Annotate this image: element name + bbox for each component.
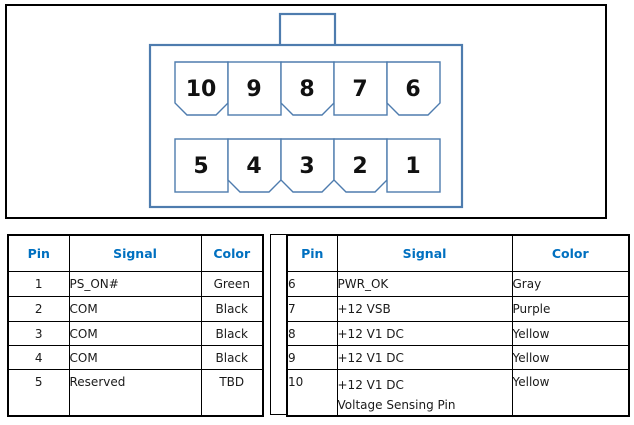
signal-line-1: +12 V1 DC: [337, 377, 404, 392]
pin-number-6: 6: [405, 77, 420, 102]
left-header-signal: Signal: [68, 234, 202, 272]
pin-cell: 10: [286, 368, 338, 417]
pinout-table-right: Pin Signal Color 6 PWR_OK Gray 7 +12 VSB…: [286, 234, 630, 417]
table-row: 3 COM Black: [7, 320, 264, 346]
pin-cell: 1: [7, 270, 70, 297]
left-header-color: Color: [200, 234, 264, 272]
pin-cavity-9: [227, 61, 282, 116]
connector-diagram: 10 9 8 7 6 5 4 3 2 1: [148, 12, 464, 209]
connector-latch-tab: [278, 12, 337, 48]
pin-cell: 3: [7, 320, 70, 346]
table-row: 4 COM Black: [7, 344, 264, 370]
color-cell: Purple: [511, 295, 630, 322]
pin-cell: 2: [7, 295, 70, 322]
table-row: 9 +12 V1 DC Yellow: [286, 344, 630, 370]
pin-cell: 5: [7, 368, 70, 417]
pin-number-9: 9: [246, 77, 261, 102]
table-row: 2 COM Black: [7, 295, 264, 322]
pin-cell: 9: [286, 344, 338, 370]
color-cell: Yellow: [511, 344, 630, 370]
color-cell: Black: [200, 320, 264, 346]
pin-number-3: 3: [299, 154, 314, 179]
color-cell: Black: [200, 344, 264, 370]
table-row: 1 PS_ON# Green: [7, 270, 264, 297]
signal-cell: +12 V1 DC: [336, 320, 513, 346]
signal-cell: COM: [68, 295, 202, 322]
signal-cell: COM: [68, 344, 202, 370]
table-spacer-column: [270, 234, 286, 415]
pin-number-7: 7: [352, 77, 367, 102]
pin-number-10: 10: [186, 77, 217, 102]
pin-cavity-1: [386, 138, 441, 193]
table-row: 6 PWR_OK Gray: [286, 270, 630, 297]
right-header-pin: Pin: [286, 234, 338, 272]
color-cell: TBD: [200, 368, 264, 417]
pin-cell: 4: [7, 344, 70, 370]
pin-number-8: 8: [299, 77, 314, 102]
pin-cell: 6: [286, 270, 338, 297]
right-header-signal: Signal: [336, 234, 513, 272]
pin-number-5: 5: [193, 154, 208, 179]
signal-cell: +12 V1 DC Voltage Sensing Pin: [336, 368, 513, 417]
signal-cell: PWR_OK: [336, 270, 513, 297]
pin-cell: 7: [286, 295, 338, 322]
color-cell: Gray: [511, 270, 630, 297]
signal-cell: +12 V1 DC: [336, 344, 513, 370]
pin-cavity-6: [386, 61, 441, 116]
pin-cell: 8: [286, 320, 338, 346]
table-row: 10 +12 V1 DC Voltage Sensing Pin Yellow: [286, 368, 630, 417]
pinout-table-left: Pin Signal Color 1 PS_ON# Green 2 COM Bl…: [7, 234, 264, 417]
pin-number-4: 4: [246, 154, 261, 179]
color-cell: Yellow: [511, 368, 630, 417]
table-row: 7 +12 VSB Purple: [286, 295, 630, 322]
pin-number-1: 1: [405, 154, 420, 179]
right-header-color: Color: [511, 234, 630, 272]
signal-line-2: Voltage Sensing Pin: [337, 397, 456, 412]
color-cell: Black: [200, 295, 264, 322]
signal-cell: Reserved: [68, 368, 202, 417]
table-row: 5 Reserved TBD: [7, 368, 264, 417]
pinout-tables: Pin Signal Color 1 PS_ON# Green 2 COM Bl…: [7, 234, 630, 417]
color-cell: Green: [200, 270, 264, 297]
color-cell: Yellow: [511, 320, 630, 346]
signal-cell: COM: [68, 320, 202, 346]
left-header-pin: Pin: [7, 234, 70, 272]
pin-number-2: 2: [352, 154, 367, 179]
table-row: 8 +12 V1 DC Yellow: [286, 320, 630, 346]
signal-cell: +12 VSB: [336, 295, 513, 322]
signal-cell: PS_ON#: [68, 270, 202, 297]
